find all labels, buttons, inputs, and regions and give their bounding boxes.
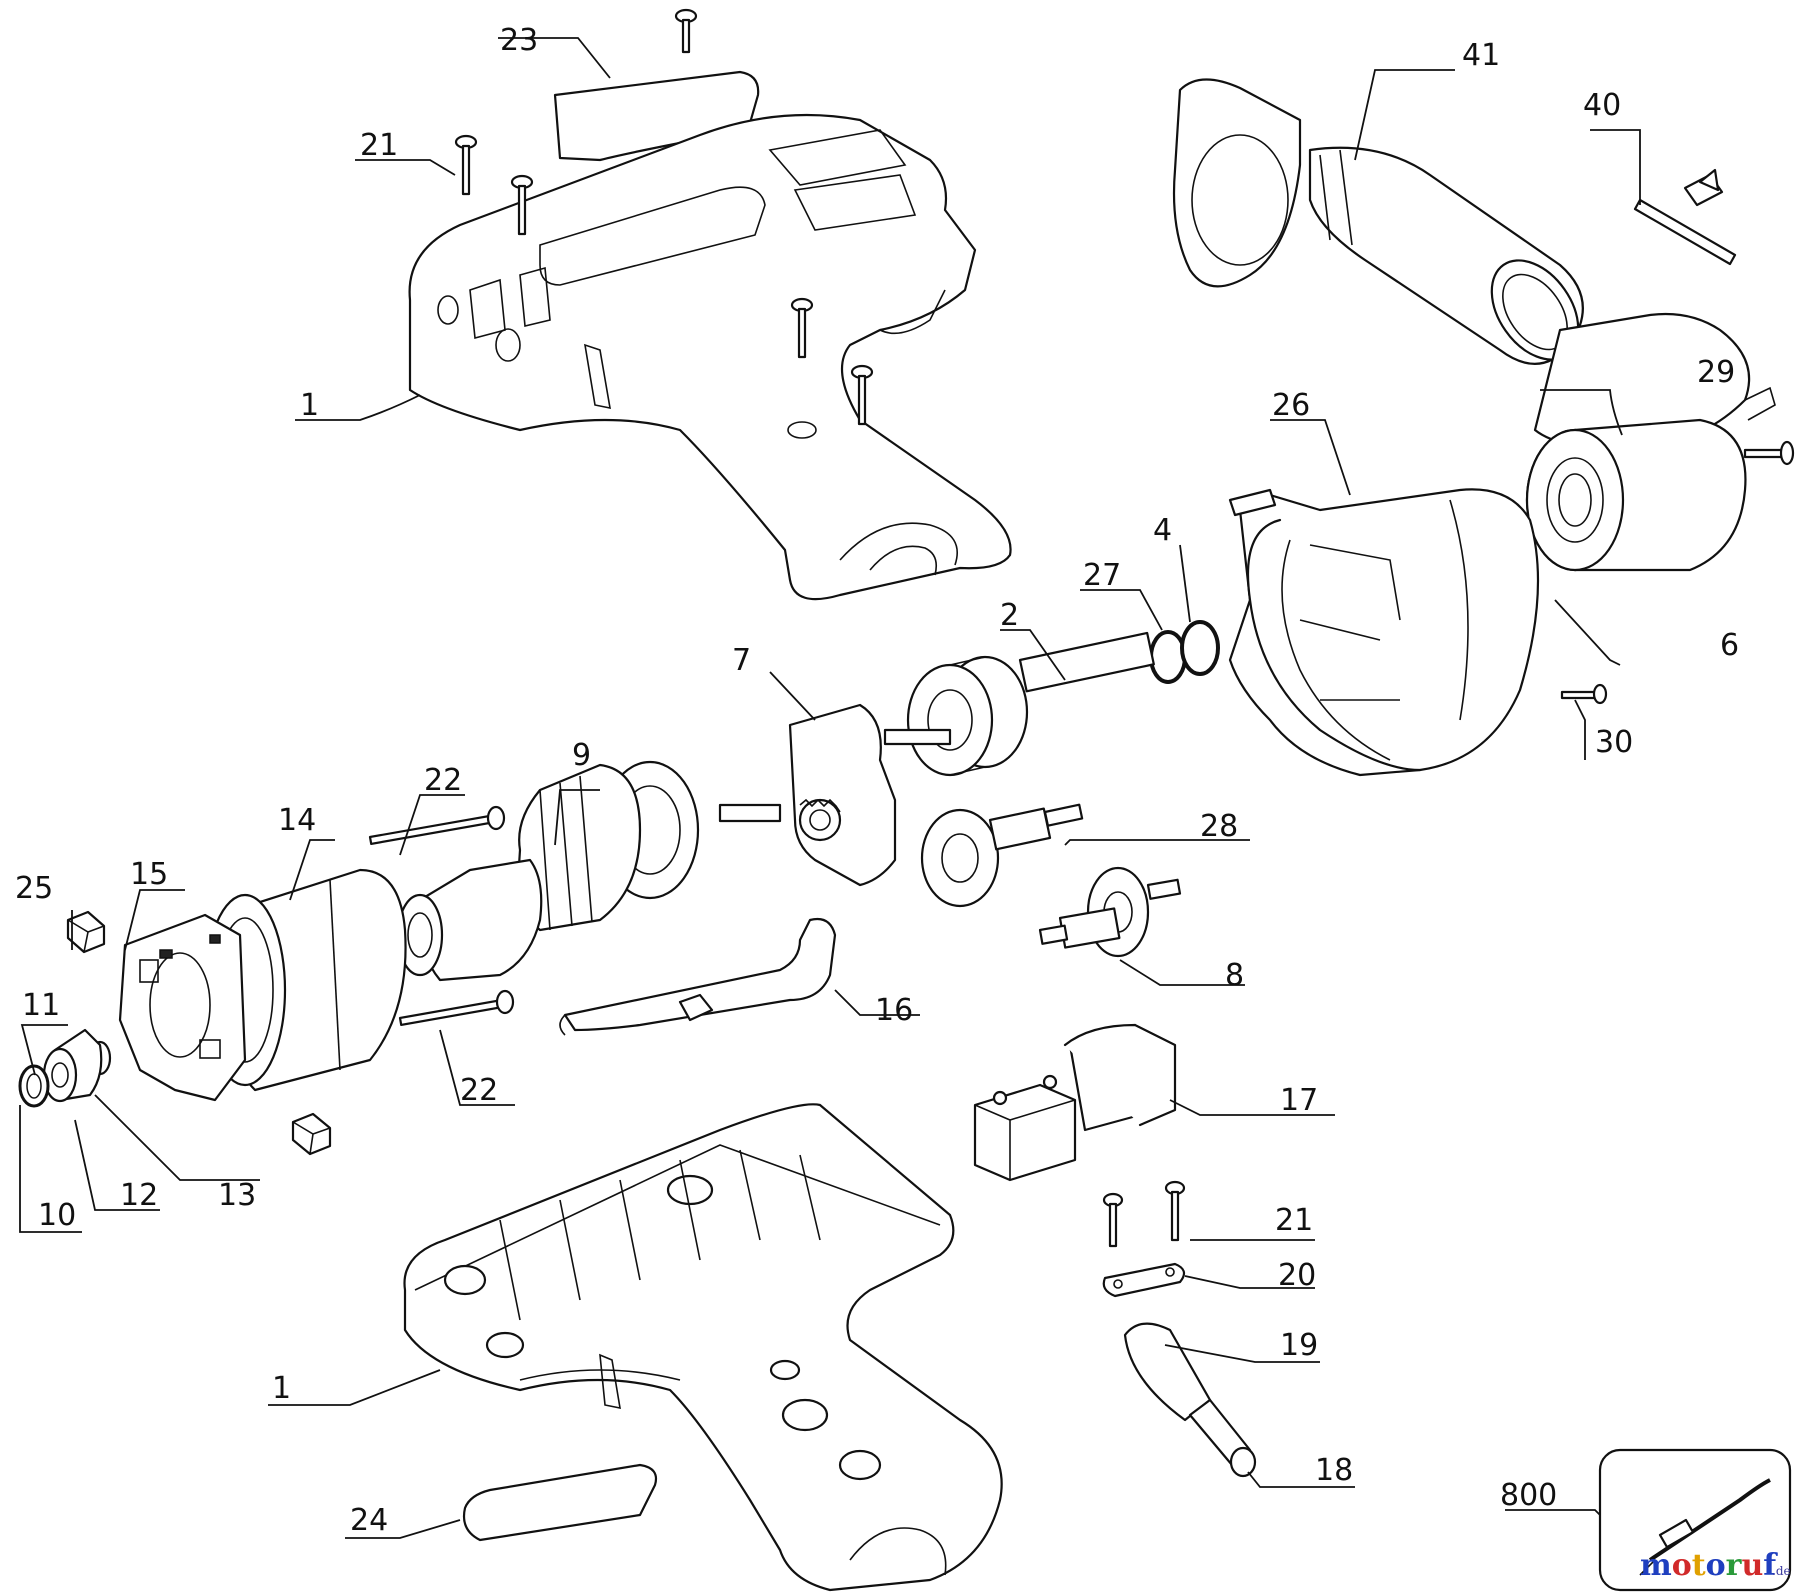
callout-10: 10 bbox=[38, 1198, 76, 1233]
callout-26: 26 bbox=[1272, 388, 1310, 423]
part-17-switch bbox=[973, 1023, 1177, 1182]
callout-24: 24 bbox=[350, 1503, 388, 1538]
callout-21-top: 21 bbox=[360, 128, 398, 163]
callout-40: 40 bbox=[1583, 88, 1621, 123]
callout-29: 29 bbox=[1697, 355, 1735, 390]
part-6-chuck bbox=[1525, 312, 1776, 572]
part-2-spindle bbox=[883, 631, 1155, 777]
callout-27: 27 bbox=[1083, 558, 1121, 593]
part-24-label bbox=[462, 1463, 658, 1542]
callout-6: 6 bbox=[1720, 628, 1739, 663]
screw bbox=[454, 134, 478, 196]
part-16-lever bbox=[559, 917, 837, 1036]
callout-41: 41 bbox=[1462, 38, 1500, 73]
part-10-11-retainer bbox=[18, 1064, 50, 1108]
part-7-bearing-plate bbox=[788, 703, 897, 887]
callout-9: 9 bbox=[572, 738, 591, 773]
callout-18: 18 bbox=[1315, 1453, 1353, 1488]
callout-2: 2 bbox=[1000, 598, 1019, 633]
callout-11: 11 bbox=[22, 988, 60, 1023]
screw bbox=[674, 8, 698, 54]
callout-28: 28 bbox=[1200, 809, 1238, 844]
part-9-armature bbox=[396, 760, 782, 982]
screw bbox=[1164, 1180, 1186, 1242]
callout-30: 30 bbox=[1595, 725, 1633, 760]
watermark-suffix: .de bbox=[1772, 1564, 1791, 1578]
screws-21-lower bbox=[1102, 1180, 1186, 1248]
callout-21-bottom: 21 bbox=[1275, 1203, 1313, 1238]
callout-16: 16 bbox=[875, 993, 913, 1028]
callout-25: 25 bbox=[15, 871, 53, 906]
callout-1-top: 1 bbox=[300, 388, 319, 423]
part-40-chuck-key bbox=[1633, 168, 1737, 266]
screw bbox=[510, 174, 534, 236]
part-18-cord bbox=[1188, 1398, 1257, 1478]
callout-17: 17 bbox=[1280, 1083, 1318, 1118]
screw-29 bbox=[1743, 440, 1795, 466]
part-15-brush-holder bbox=[118, 913, 247, 1102]
callout-22-bottom: 22 bbox=[460, 1073, 498, 1108]
callout-13: 13 bbox=[218, 1178, 256, 1213]
part-25-brushes bbox=[66, 910, 332, 1156]
part-4-washer bbox=[1180, 620, 1220, 676]
callout-12: 12 bbox=[120, 1178, 158, 1213]
screw bbox=[790, 297, 814, 359]
part-28-gear bbox=[920, 803, 1084, 908]
callout-7: 7 bbox=[732, 643, 751, 678]
motoruf-watermark: motoruf .de bbox=[1640, 1548, 1791, 1583]
screw-30 bbox=[1560, 683, 1608, 705]
part-800-inset bbox=[1598, 1448, 1792, 1592]
part-26-gear-case bbox=[1228, 488, 1540, 777]
callout-800: 800 bbox=[1500, 1478, 1557, 1513]
leader-lines bbox=[19, 37, 1641, 1539]
part-12-bearing-holder bbox=[42, 1028, 103, 1103]
screws-21-top bbox=[454, 8, 874, 426]
callout-19: 19 bbox=[1280, 1328, 1318, 1363]
callout-4: 4 bbox=[1153, 513, 1172, 548]
callout-8: 8 bbox=[1225, 958, 1244, 993]
part-20-clamp bbox=[1102, 1262, 1186, 1298]
part-41-side-handle bbox=[1172, 78, 1584, 365]
callout-22-top: 22 bbox=[424, 763, 462, 798]
callout-15: 15 bbox=[130, 857, 168, 892]
part-1-upper-housing bbox=[408, 113, 1012, 601]
watermark-logo: motoruf bbox=[1640, 1548, 1778, 1583]
screw bbox=[850, 364, 874, 426]
part-8-gear bbox=[1038, 866, 1182, 958]
part-19-strain-relief bbox=[1123, 1322, 1212, 1422]
callout-14: 14 bbox=[278, 803, 316, 838]
screw bbox=[1102, 1192, 1124, 1248]
callout-20: 20 bbox=[1278, 1258, 1316, 1293]
part-1-lower-housing bbox=[403, 1103, 1003, 1592]
part-27-ring bbox=[1149, 630, 1187, 684]
callout-labels: 23 21 1 41 40 29 26 27 4 2 6 7 30 28 9 2… bbox=[15, 23, 1739, 1538]
callout-23: 23 bbox=[500, 23, 538, 58]
callout-1-bottom: 1 bbox=[272, 1371, 291, 1406]
part-22-screws bbox=[368, 805, 515, 1026]
